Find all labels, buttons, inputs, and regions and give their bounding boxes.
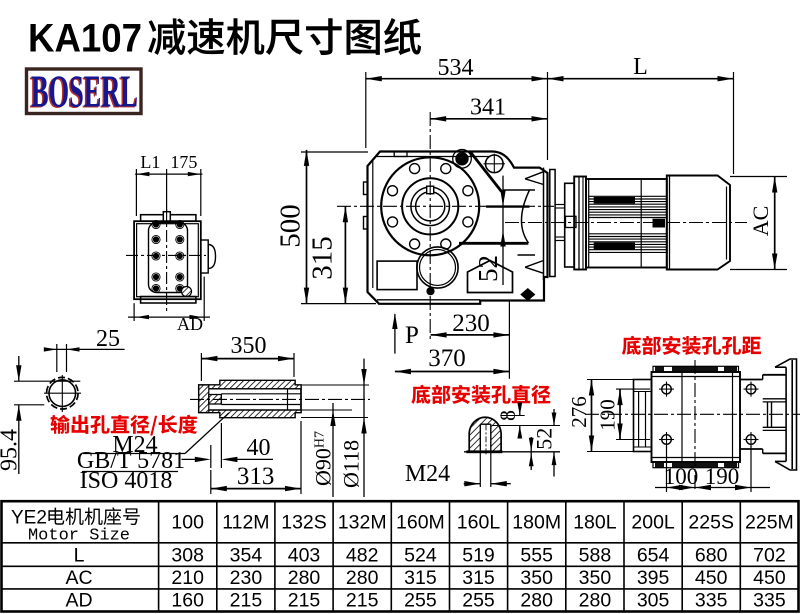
svg-text:588: 588 bbox=[579, 545, 612, 567]
svg-text:Motor Size: Motor Size bbox=[28, 527, 130, 546]
svg-text:280: 280 bbox=[520, 589, 553, 611]
svg-text:315: 315 bbox=[404, 567, 437, 589]
svg-text:210: 210 bbox=[171, 567, 204, 589]
svg-text:680: 680 bbox=[695, 545, 728, 567]
svg-text:315: 315 bbox=[462, 567, 495, 589]
svg-text:160M: 160M bbox=[396, 512, 445, 534]
svg-text:450: 450 bbox=[695, 567, 728, 589]
svg-text:112M: 112M bbox=[222, 512, 269, 534]
svg-text:40: 40 bbox=[247, 435, 271, 461]
svg-text:132S: 132S bbox=[281, 512, 327, 534]
svg-text:160L: 160L bbox=[457, 512, 501, 534]
svg-text:315: 315 bbox=[307, 236, 339, 280]
svg-text:L: L bbox=[74, 545, 85, 567]
svg-text:100: 100 bbox=[171, 512, 204, 534]
svg-text:482: 482 bbox=[346, 545, 379, 567]
svg-text:95.4: 95.4 bbox=[0, 429, 23, 471]
svg-text:341: 341 bbox=[470, 95, 506, 121]
svg-text:Ø118: Ø118 bbox=[339, 440, 364, 488]
svg-text:215: 215 bbox=[230, 589, 263, 611]
svg-text:25: 25 bbox=[96, 326, 120, 352]
svg-text:ISO 4018: ISO 4018 bbox=[80, 468, 173, 494]
svg-text:52: 52 bbox=[473, 255, 503, 282]
svg-text:160: 160 bbox=[171, 589, 204, 611]
svg-text:AD: AD bbox=[65, 589, 92, 611]
svg-text:180M: 180M bbox=[512, 512, 561, 534]
svg-text:335: 335 bbox=[695, 589, 728, 611]
svg-text:225S: 225S bbox=[688, 512, 734, 534]
svg-text:GB/T 5781: GB/T 5781 bbox=[77, 448, 185, 474]
svg-text:225M: 225M bbox=[745, 512, 794, 534]
svg-text:180L: 180L bbox=[573, 512, 617, 534]
svg-text:BOSERL: BOSERL bbox=[31, 67, 138, 117]
svg-text:L1: L1 bbox=[140, 152, 160, 172]
svg-text:P: P bbox=[405, 322, 419, 349]
svg-text:230: 230 bbox=[452, 310, 490, 337]
svg-text:M24: M24 bbox=[405, 461, 450, 487]
svg-text:276: 276 bbox=[567, 396, 591, 428]
svg-text:350: 350 bbox=[231, 333, 267, 359]
svg-text:215: 215 bbox=[346, 589, 379, 611]
svg-text:BOSERL: BOSERL bbox=[30, 68, 137, 118]
svg-text:280: 280 bbox=[346, 567, 379, 589]
svg-text:280: 280 bbox=[288, 567, 321, 589]
svg-text:52: 52 bbox=[531, 428, 556, 450]
svg-text:450: 450 bbox=[753, 567, 786, 589]
svg-text:215: 215 bbox=[288, 589, 321, 611]
svg-text:AC: AC bbox=[65, 567, 92, 589]
svg-text:305: 305 bbox=[637, 589, 670, 611]
svg-text:190: 190 bbox=[596, 399, 620, 431]
svg-text:350: 350 bbox=[579, 567, 612, 589]
svg-text:350: 350 bbox=[520, 567, 553, 589]
svg-text:354: 354 bbox=[230, 545, 263, 567]
svg-text:335: 335 bbox=[753, 589, 786, 611]
svg-text:702: 702 bbox=[753, 545, 786, 567]
svg-text:KA107: KA107 bbox=[28, 17, 142, 61]
svg-text:519: 519 bbox=[462, 545, 495, 567]
svg-text:313: 313 bbox=[237, 463, 275, 490]
svg-text:175: 175 bbox=[170, 152, 197, 172]
svg-text:255: 255 bbox=[404, 589, 437, 611]
svg-text:230: 230 bbox=[230, 567, 263, 589]
svg-text:654: 654 bbox=[637, 545, 670, 567]
svg-text:500: 500 bbox=[275, 204, 307, 248]
svg-text:370: 370 bbox=[428, 345, 466, 372]
svg-text:190: 190 bbox=[705, 464, 740, 489]
svg-text:200L: 200L bbox=[631, 512, 675, 534]
svg-text:403: 403 bbox=[288, 545, 321, 567]
svg-text:AC: AC bbox=[748, 206, 773, 237]
svg-text:100: 100 bbox=[664, 464, 699, 489]
svg-text:255: 255 bbox=[462, 589, 495, 611]
svg-text:8: 8 bbox=[495, 410, 520, 421]
svg-text:132M: 132M bbox=[338, 512, 387, 534]
svg-text:534: 534 bbox=[438, 55, 474, 81]
svg-text:555: 555 bbox=[520, 545, 553, 567]
svg-text:AD: AD bbox=[177, 314, 203, 334]
svg-text:395: 395 bbox=[637, 567, 670, 589]
svg-text:280: 280 bbox=[579, 589, 612, 611]
svg-text:L: L bbox=[633, 54, 648, 80]
svg-text:524: 524 bbox=[404, 545, 437, 567]
svg-text:308: 308 bbox=[171, 545, 204, 567]
svg-text:YE2: YE2 bbox=[11, 508, 47, 529]
